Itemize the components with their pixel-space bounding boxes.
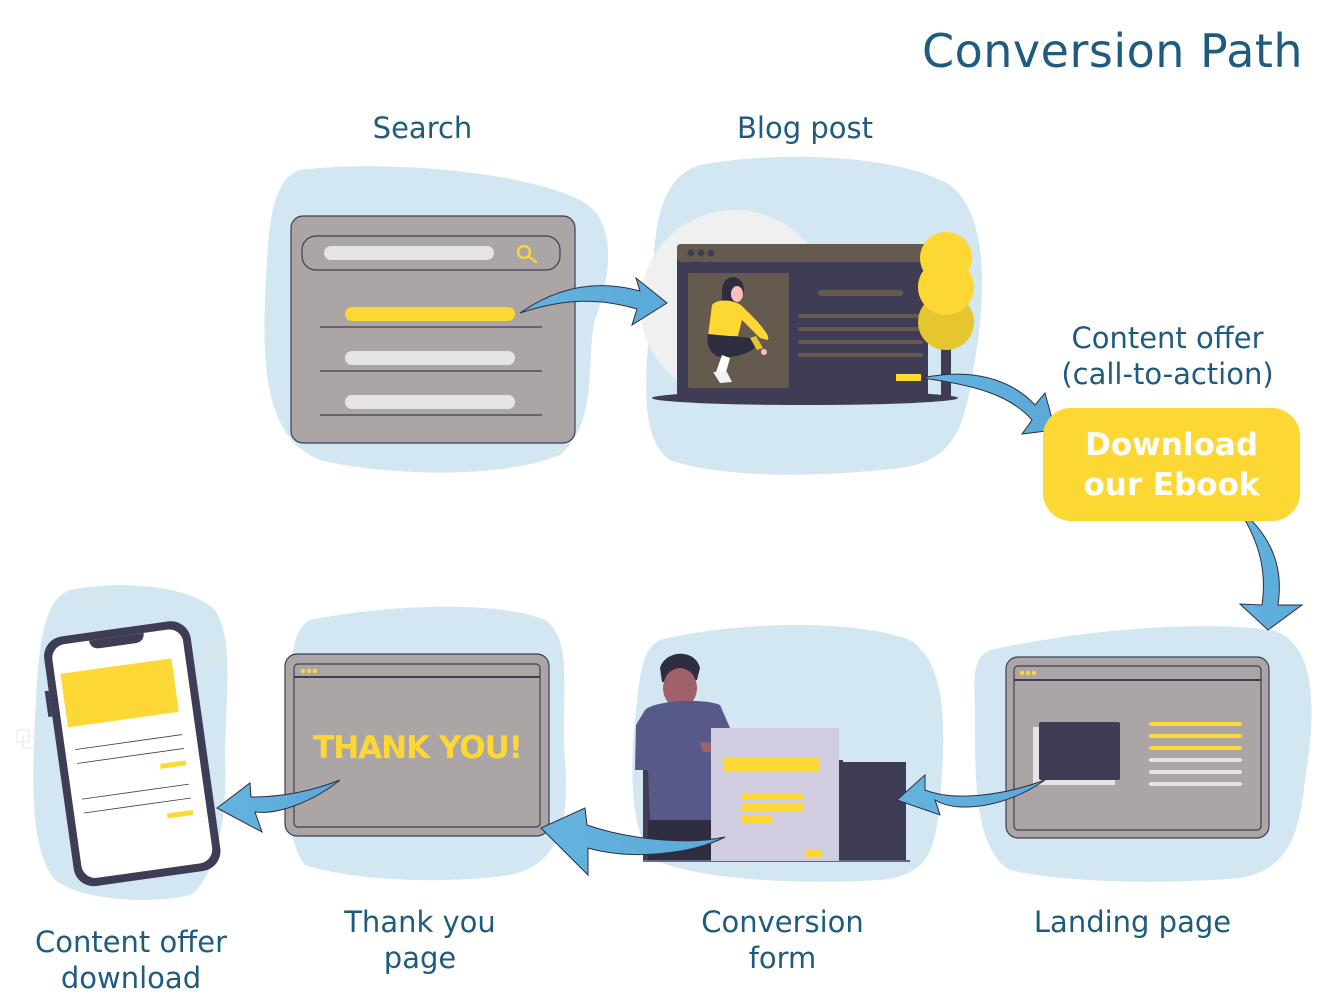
woman-illustration [707,277,769,383]
step-label-landing-page: Landing page [1033,905,1232,939]
arrow-search-to-blog [519,276,668,327]
window-dots-icon [687,249,715,257]
thank-you-message: THANK YOU! [313,730,523,766]
blog-cta-button[interactable] [896,374,921,381]
phone-illustration [44,621,221,887]
label-line: Thank you [344,905,496,939]
form-submit-button[interactable] [806,850,821,857]
step-label-thank-you-page: Thank you page [320,904,520,976]
landing-image [1039,722,1120,780]
search-icon[interactable] [516,244,538,264]
step-label-content-offer: Content offer (call-to-action) [1055,320,1280,392]
page-title: Conversion Path [922,24,1304,78]
label-line: form [748,941,817,975]
landing-window [1005,656,1270,839]
blog-window [652,244,958,405]
search-window [290,215,576,444]
arrow-form-to-thankyou [540,807,726,877]
search-result[interactable] [345,395,515,409]
thankyou-window [284,653,550,837]
form-field [724,758,819,771]
arrow-cta-to-landing [1237,507,1304,631]
step-label-content-offer-download: Content offer download [20,924,242,996]
download-ebook-button[interactable]: Download our Ebook [1043,408,1300,521]
window-dots-icon [1019,670,1037,676]
search-result-highlighted[interactable] [345,307,515,321]
label-line: Conversion [701,905,864,939]
step-label-conversion-form: Conversion form [680,904,885,976]
phone-banner [60,658,179,728]
conversion-form-scene [635,653,910,862]
window-dots-icon [300,668,318,674]
arrow-thankyou-to-phone [216,779,341,834]
label-line: Content offer [1071,321,1264,355]
label-line: (call-to-action) [1061,357,1274,391]
label-line: page [383,941,457,975]
button-line: Download [1085,426,1258,463]
decor-squares [16,591,224,749]
step-label-search: Search [372,111,473,145]
label-line: Content offer [34,925,228,959]
tree-illustration [918,232,974,400]
step-label-blog-post: Blog post [737,111,873,145]
arrow-landing-to-form [896,773,1046,816]
label-line: download [60,961,202,995]
search-result[interactable] [345,351,515,365]
button-line: our Ebook [1083,466,1260,503]
